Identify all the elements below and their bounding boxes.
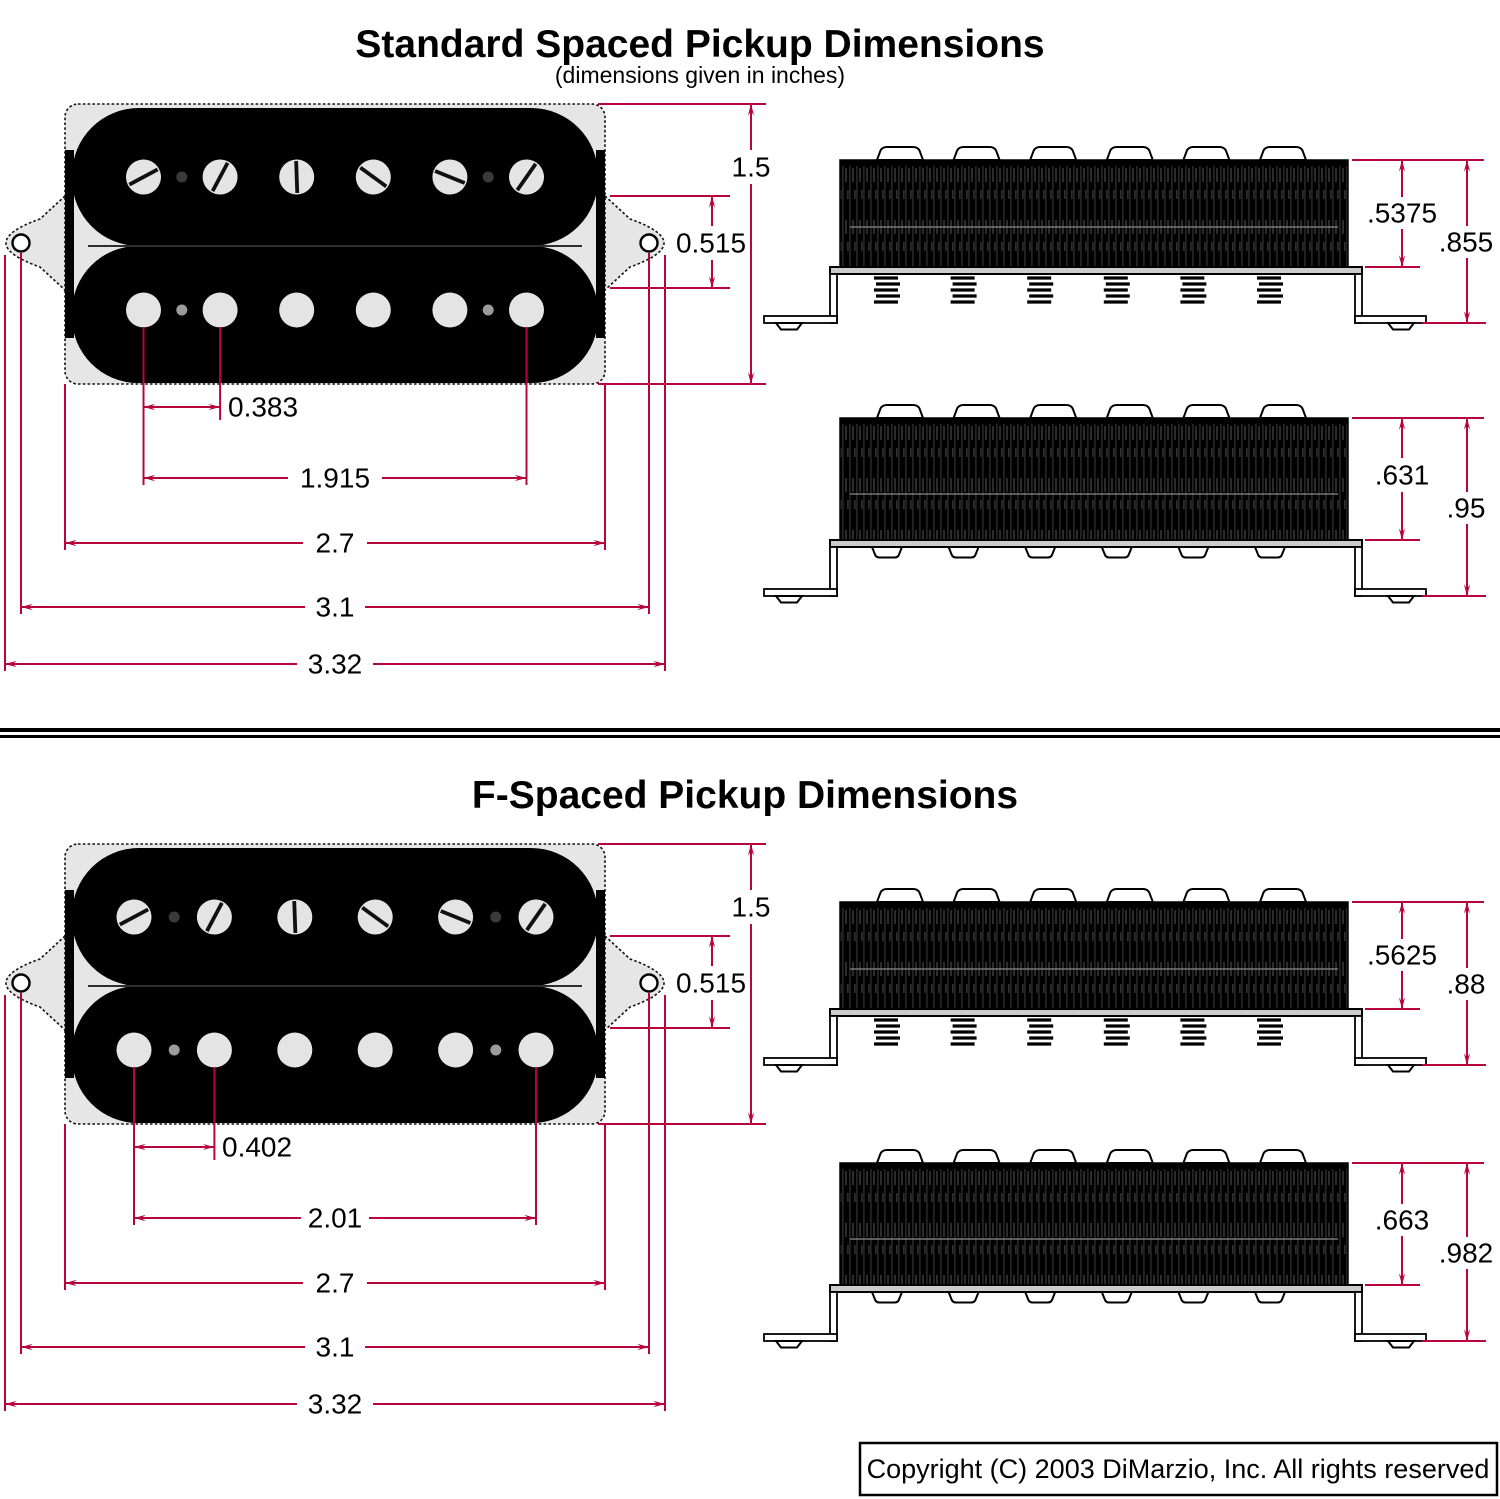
f-spaced-dimension-lines [5, 844, 755, 1408]
standard-dimension-lines [5, 104, 755, 668]
dim-label-body-width: 2.7 [316, 528, 355, 559]
dim-label-flat-coil: .631 [1375, 460, 1430, 491]
copyright-text: Copyright (C) 2003 DiMarzio, Inc. All ri… [867, 1454, 1490, 1484]
standard-subtitle: (dimensions given in inches) [555, 62, 845, 88]
f-spaced-section: F-Spaced Pickup Dimensions [4, 774, 1494, 1420]
side-view-f-flat [764, 1150, 1426, 1348]
side-view-standard-flat [764, 405, 1426, 603]
dim-label-pole-gap: 0.383 [228, 392, 298, 423]
dim-label-height: 1.5 [732, 152, 771, 183]
side-view-standard-spring [764, 147, 1426, 330]
humbucker-top-view-standard [4, 102, 666, 386]
dim-label-pole-gap-f: 0.402 [222, 1132, 292, 1163]
f-spaced-extension-lines [4, 843, 766, 1411]
standard-extension-lines [4, 103, 766, 671]
dim-label-spring-coil-f: .5625 [1367, 940, 1437, 971]
f-flat-dims [1352, 1162, 1486, 1342]
dim-label-height-f: 1.5 [732, 892, 771, 923]
dim-label-overall-width-f: 3.32 [308, 1389, 363, 1420]
dim-label-pole-span: 1.915 [300, 463, 370, 494]
humbucker-top-view-f-spaced [4, 842, 666, 1126]
standard-title: Standard Spaced Pickup Dimensions [355, 23, 1044, 66]
f-spaced-title: F-Spaced Pickup Dimensions [472, 774, 1018, 817]
dim-label-flat-overall: .95 [1447, 493, 1486, 524]
dim-label-pole-span-f: 2.01 [308, 1203, 363, 1234]
dim-label-spring-coil: .5375 [1367, 198, 1437, 229]
dim-label-screw-span: 3.1 [316, 592, 355, 623]
copyright-box: Copyright (C) 2003 DiMarzio, Inc. All ri… [858, 1441, 1499, 1497]
dim-label-spring-overall: .855 [1439, 227, 1494, 258]
dim-label-flat-coil-f: .663 [1375, 1205, 1430, 1236]
f-spring-dims [1352, 901, 1486, 1066]
dim-label-screw-span-f: 3.1 [316, 1332, 355, 1363]
dim-label-flat-overall-f: .982 [1439, 1238, 1494, 1269]
dim-label-body-width-f: 2.7 [316, 1268, 355, 1299]
dim-label-tab: 0.515 [676, 228, 746, 259]
dim-label-overall-width: 3.32 [308, 649, 363, 680]
standard-spring-dims [1352, 159, 1486, 324]
section-divider [0, 728, 1500, 738]
side-view-f-spring [764, 889, 1426, 1072]
standard-section: Standard Spaced Pickup Dimensions (dimen… [4, 23, 1494, 680]
dim-label-tab-f: 0.515 [676, 968, 746, 999]
dim-label-spring-overall-f: .88 [1447, 969, 1486, 1000]
standard-flat-dims [1352, 417, 1486, 597]
